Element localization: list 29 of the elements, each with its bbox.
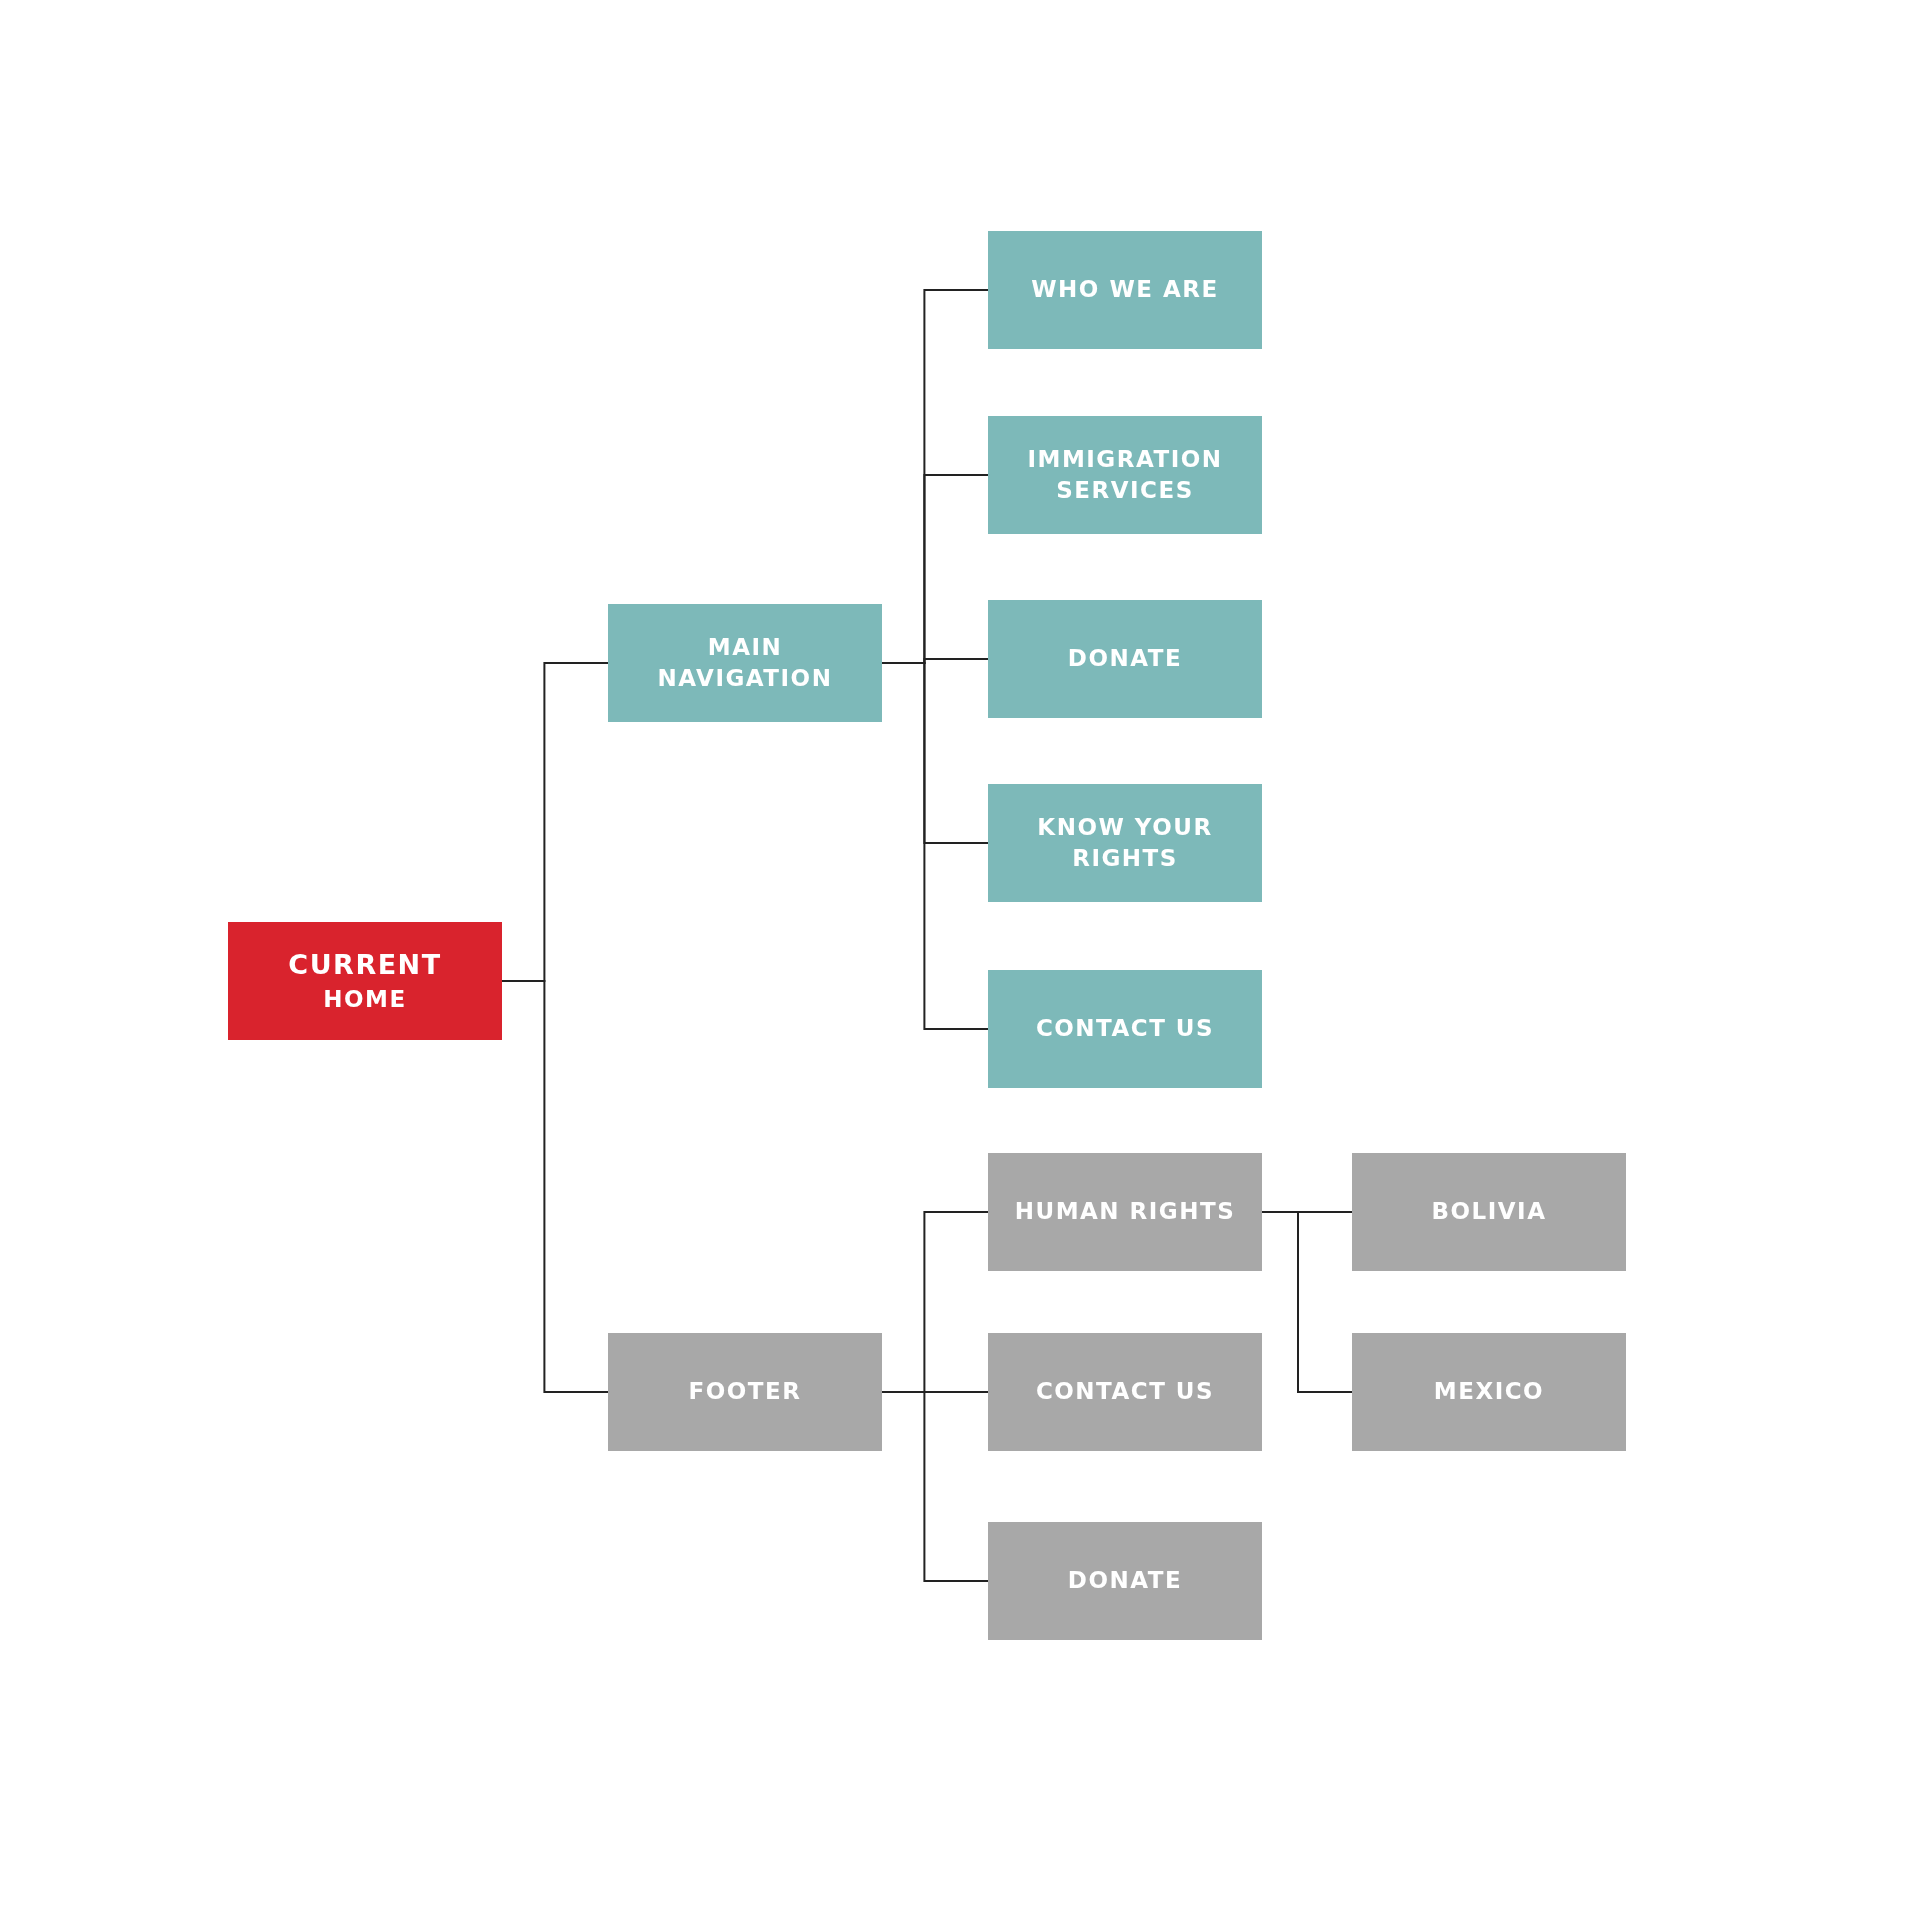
- sitemap-box: [608, 1333, 882, 1451]
- sitemap-box: [988, 1333, 1262, 1451]
- sitemap-box: [1352, 1333, 1626, 1451]
- box-label: HOME: [323, 984, 407, 1014]
- box-label: KNOW YOUR RIGHTS: [1036, 812, 1214, 873]
- box-label: CONTACT US: [1035, 1014, 1215, 1044]
- box-label: CONTACT US: [1035, 1377, 1215, 1407]
- box-label: MAIN NAVIGATION: [656, 632, 834, 693]
- box-label: IMMIGRATION SERVICES: [1026, 444, 1224, 505]
- sitemap-box: [608, 604, 882, 722]
- connector-line: [881, 1391, 989, 1582]
- connector-line: [1261, 1211, 1353, 1393]
- box-label: BOLIVIA: [1431, 1197, 1547, 1227]
- sitemap-box: [988, 416, 1262, 534]
- sitemap-box: [988, 784, 1262, 902]
- box-label: CURRENT: [288, 948, 442, 983]
- sitemap-box: [988, 600, 1262, 718]
- box-label: WHO WE ARE: [1031, 275, 1219, 305]
- box-label: DONATE: [1067, 644, 1183, 674]
- box-label: FOOTER: [688, 1377, 802, 1407]
- sitemap-box: [988, 231, 1262, 349]
- sitemap-box: [1352, 1153, 1626, 1271]
- sitemap-box: [988, 970, 1262, 1088]
- sitemap-box: [988, 1153, 1262, 1271]
- box-label: MEXICO: [1433, 1377, 1545, 1407]
- box-label: HUMAN RIGHTS: [1014, 1197, 1236, 1227]
- sitemap-box: [228, 922, 502, 1040]
- box-label: DONATE: [1067, 1566, 1183, 1596]
- sitemap-box: [988, 1522, 1262, 1640]
